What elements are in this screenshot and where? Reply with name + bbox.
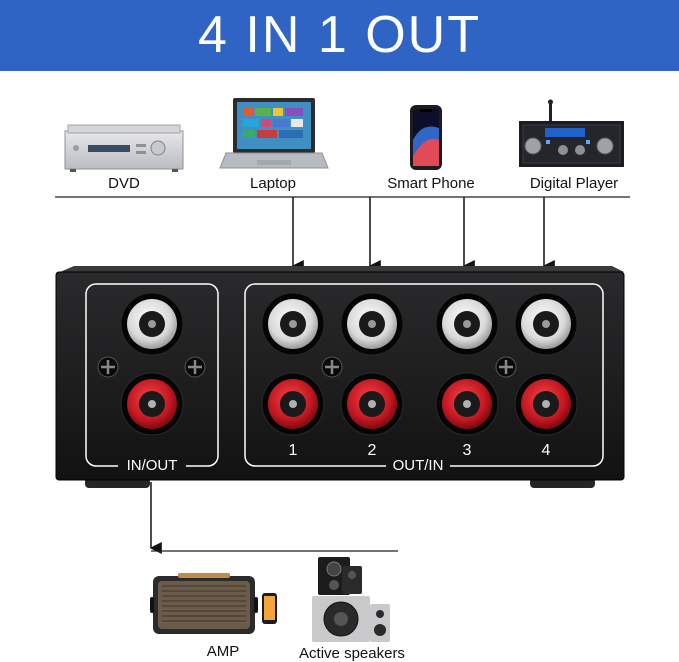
amp-speaker-icon (150, 573, 277, 634)
active-speakers-icon (312, 557, 390, 642)
title-banner: 4 IN 1 OUT (0, 0, 679, 71)
in-out-white-jack (120, 292, 184, 356)
in-out-red-jack (120, 372, 184, 436)
smartphone-icon (410, 105, 442, 170)
output-label-amp: AMP (206, 643, 240, 660)
screw-icon (184, 356, 206, 378)
laptop-icon (219, 98, 329, 169)
screw-icon (495, 356, 517, 378)
port-2-jacks (340, 292, 404, 436)
input-arrows (291, 197, 555, 272)
source-label-laptop: Laptop (250, 175, 296, 192)
out-in-label: OUT/IN (393, 457, 444, 474)
in-out-label: IN/OUT (127, 457, 178, 474)
port-1-jacks (261, 292, 325, 436)
port-number-4: 4 (542, 442, 551, 459)
port-number-3: 3 (463, 442, 472, 459)
port-number-2: 2 (368, 442, 377, 459)
output-label-active-speakers: Active speakers (299, 645, 405, 662)
banner-title: 4 IN 1 OUT (198, 6, 481, 64)
screw-icon (97, 356, 119, 378)
out-in-jacks (261, 292, 578, 436)
digital-player-icon (519, 99, 624, 167)
source-label-smartphone: Smart Phone (387, 175, 475, 192)
port-number-1: 1 (289, 442, 298, 459)
dvd-player-icon (64, 124, 184, 172)
source-label-digital-player: Digital Player (529, 175, 619, 192)
output-connector (149, 482, 398, 554)
source-label-dvd: DVD (108, 175, 140, 192)
port-4-jacks (514, 292, 578, 436)
port-3-jacks (435, 292, 499, 436)
in-out-jacks (97, 292, 206, 436)
screw-icon (321, 356, 343, 378)
